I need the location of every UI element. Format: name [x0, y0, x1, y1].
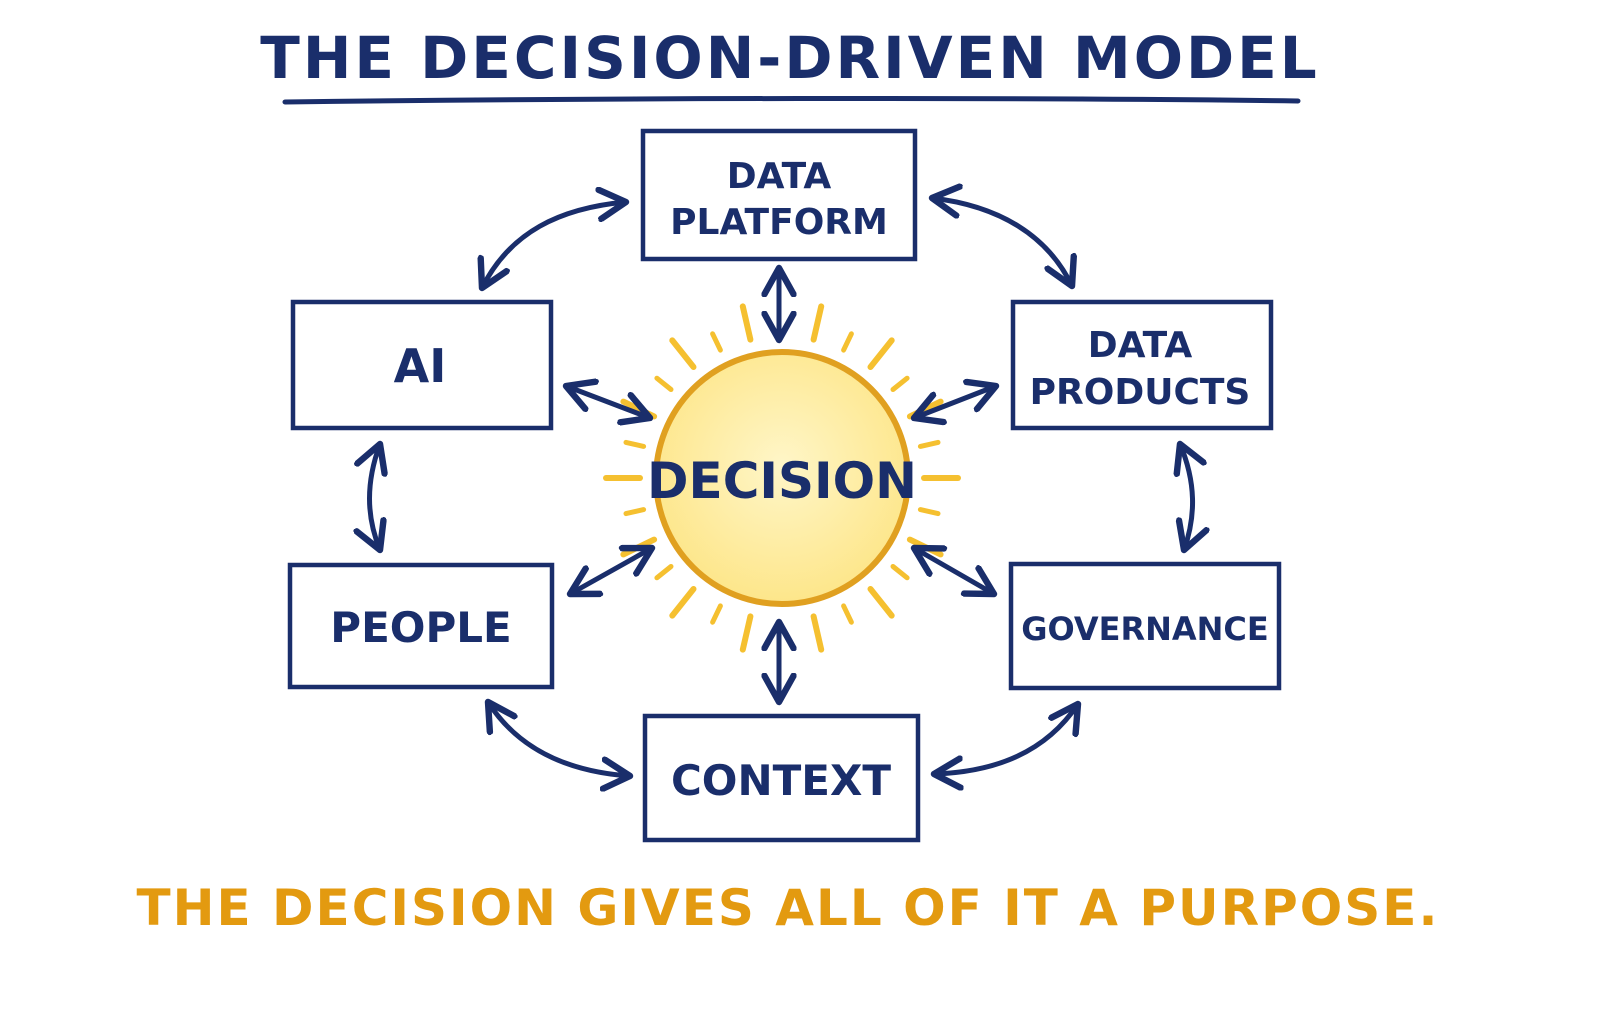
decision-label: DECISION	[647, 452, 917, 510]
box-data-products: DATA PRODUCTS	[1010, 299, 1274, 431]
arrow-data-products-governance	[1180, 444, 1193, 550]
box-people-frame	[287, 562, 555, 690]
box-context-label: CONTEXT	[671, 756, 891, 805]
sun-ray	[623, 439, 647, 449]
box-governance: GOVERNANCE	[1008, 561, 1282, 691]
arrow-data-platform-data-products	[932, 198, 1072, 286]
box-people-label: PEOPLE	[330, 603, 511, 652]
sun-ray	[739, 613, 754, 653]
sun-ray	[669, 337, 697, 370]
sun-ray	[810, 303, 825, 343]
sun-ray	[841, 603, 854, 625]
sun-ray	[654, 564, 674, 581]
sun-ray	[739, 303, 754, 343]
box-data-platform-frame	[640, 128, 918, 262]
sun-ray	[917, 439, 941, 449]
sun-ray	[810, 613, 825, 653]
box-ai: AI	[290, 299, 554, 431]
box-governance-label: GOVERNANCE	[1021, 610, 1269, 648]
title-underline	[282, 95, 1301, 105]
sun-ray	[867, 586, 895, 619]
arrow-people-context	[488, 702, 630, 776]
decision-sun	[653, 349, 911, 607]
caption: THE DECISION GIVES ALL OF IT A PURPOSE.	[137, 879, 1440, 937]
box-context: CONTEXT	[642, 713, 921, 843]
sun-ray	[654, 375, 674, 392]
sun-ray	[890, 375, 910, 392]
arrow-decision-data-products	[914, 386, 996, 418]
arrow-decision-governance	[914, 548, 994, 594]
arrow-decision-ai	[566, 386, 650, 418]
box-governance-frame	[1008, 561, 1282, 691]
box-data-products-line-1: DATA	[1088, 325, 1193, 366]
sun-ray	[867, 337, 895, 370]
sun-ray	[669, 586, 697, 619]
box-data-platform-line-2: PLATFORM	[670, 202, 888, 243]
arrows	[370, 198, 1193, 776]
arrow-decision-people	[570, 548, 652, 594]
diagram-title: THE DECISION-DRIVEN MODEL	[260, 24, 1319, 92]
sun-ray	[890, 564, 910, 581]
arrow-governance-context	[934, 704, 1078, 774]
sun-ray	[710, 331, 723, 353]
sun-ray	[917, 507, 941, 517]
arrow-ai-data-platform	[482, 202, 626, 288]
box-context-frame	[642, 713, 921, 843]
box-data-products-frame	[1010, 299, 1274, 431]
box-ai-label: AI	[394, 339, 447, 393]
arrow-ai-people	[370, 444, 381, 550]
sun-ray	[710, 603, 723, 625]
box-data-products-line-2: PRODUCTS	[1030, 372, 1251, 413]
box-data-platform: DATA PLATFORM	[640, 128, 918, 262]
sun-ray	[841, 331, 854, 353]
box-people: PEOPLE	[287, 562, 555, 690]
sun-ray	[623, 507, 647, 517]
box-ai-frame	[290, 299, 554, 431]
box-data-platform-line-1: DATA	[727, 156, 832, 197]
